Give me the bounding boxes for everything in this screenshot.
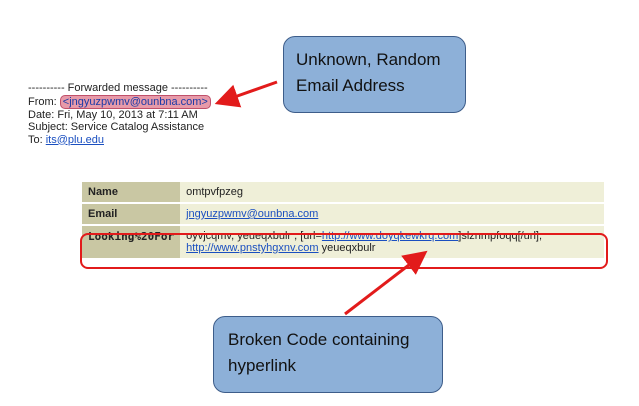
spam-link-2[interactable]: http://www.pnstyhgxnv.com [186,242,319,254]
subject-line: Subject: Service Catalog Assistance [28,121,205,133]
from-label: From: [28,95,60,108]
email-label: Email [82,203,181,226]
name-value: omtpvfpzeg [180,182,604,204]
email-header: ---------- Forwarded message ---------- … [28,82,211,146]
from-address[interactable]: <jngyuzpwmv@ounbna.com> [59,94,211,109]
arrow-to-from-address [214,80,278,108]
callout-line: Broken Code containing [228,330,410,349]
arrow-to-broken-code [344,250,428,316]
to-line: To: its@plu.edu [28,134,211,147]
callout-line: Unknown, Random [296,50,441,69]
date-line: Date: Fri, May 10, 2013 at 7:11 AM [28,108,198,121]
forwarded-message-line: ---------- Forwarded message ---------- [28,82,208,94]
callout-line: Email Address [296,76,405,95]
from-line: From: <jngyuzpwmv@ounbna.com> [28,94,211,109]
to-label: To: [28,133,46,146]
table-row: Email jngyuzpwmv@ounbna.com [82,203,604,226]
looking-for-text: yeueqxbulr [318,242,376,254]
unknown-email-callout: Unknown, Random Email Address [283,36,466,113]
table-row: Name omtpvfpzeg [82,182,604,204]
callout-line: hyperlink [228,356,297,375]
to-address-link[interactable]: its@plu.edu [45,133,104,146]
broken-code-callout: Broken Code containing hyperlink [213,316,443,393]
email-value: jngyuzpwmv@ounbna.com [180,203,604,226]
email-value-link[interactable]: jngyuzpwmv@ounbna.com [186,208,319,220]
broken-code-highlight [80,233,608,269]
name-label: Name [82,182,181,204]
